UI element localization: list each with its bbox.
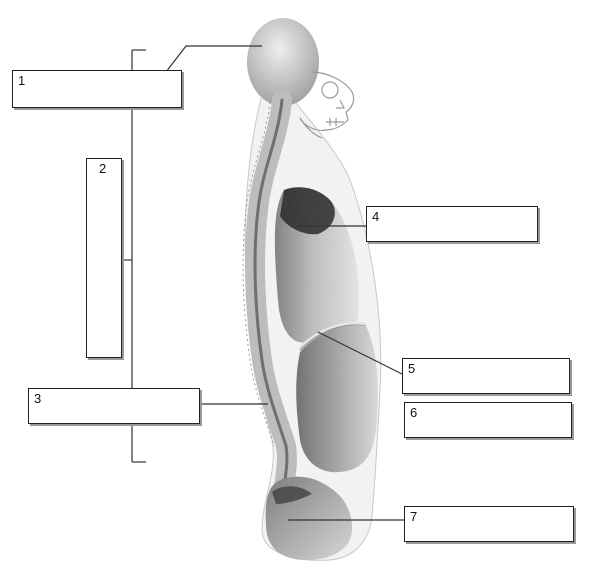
label-number-6: 6 xyxy=(410,405,417,420)
label-box-5[interactable]: 5 xyxy=(402,358,570,394)
label-number-1: 1 xyxy=(18,73,25,88)
label-number-3: 3 xyxy=(34,391,41,406)
label-number-5: 5 xyxy=(408,361,415,376)
label-box-7[interactable]: 7 xyxy=(404,506,574,542)
label-box-4[interactable]: 4 xyxy=(366,206,538,242)
label-box-1[interactable]: 1 xyxy=(12,70,182,108)
label-number-7: 7 xyxy=(410,509,417,524)
label-number-2: 2 xyxy=(99,161,106,176)
label-box-3[interactable]: 3 xyxy=(28,388,200,424)
label-box-6[interactable]: 6 xyxy=(404,402,572,438)
label-number-4: 4 xyxy=(372,209,379,224)
label-box-2[interactable]: 2 xyxy=(86,158,122,358)
abdominal-cavity xyxy=(296,325,378,472)
